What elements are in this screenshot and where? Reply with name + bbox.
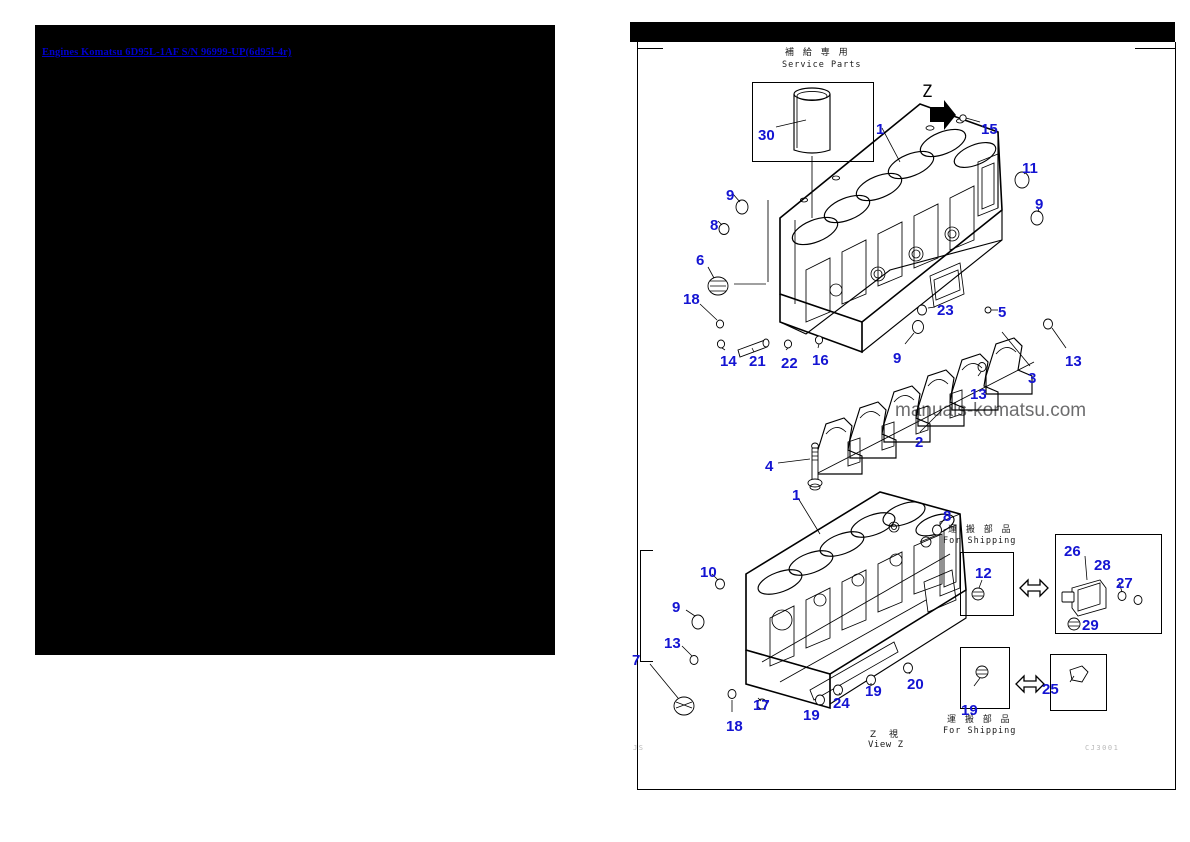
- callout-number-12[interactable]: 12: [975, 565, 992, 582]
- frame-border-top-right: [1135, 48, 1175, 50]
- replacement-part-box-25: [1050, 654, 1107, 711]
- callout-number-22[interactable]: 22: [781, 355, 798, 372]
- for-shipping-label-en-1: For Shipping: [943, 536, 1017, 546]
- callout-number-1[interactable]: 1: [876, 121, 885, 138]
- preview-panel: Engines Komatsu 6D95L-1AF S/N 96999-UP(6…: [35, 25, 555, 655]
- callout-number-18[interactable]: 18: [726, 718, 743, 735]
- cylinder-block-lower: [745, 491, 967, 710]
- callout-number-6[interactable]: 6: [696, 252, 705, 269]
- callout-number-14[interactable]: 14: [720, 353, 737, 370]
- callout-number-7[interactable]: 7: [632, 652, 641, 669]
- drawing-ref-bottom-left: JS: [633, 744, 645, 752]
- callout-number-13[interactable]: 13: [1065, 353, 1082, 370]
- replacement-part-box-26: [1055, 534, 1162, 634]
- callout-number-18[interactable]: 18: [683, 291, 700, 308]
- frame-border-left: [637, 42, 639, 790]
- fasteners-upper-left: [699, 193, 824, 358]
- service-parts-label-cjk: 補 給 専 用: [785, 48, 851, 58]
- view-z-label-en: View Z: [868, 740, 904, 750]
- service-parts-box: [752, 82, 874, 162]
- shipping-part-box-12: [960, 552, 1014, 616]
- callout-number-2[interactable]: 2: [915, 434, 924, 451]
- fasteners-upper-right: [904, 114, 1067, 377]
- for-shipping-label-en-2: For Shipping: [943, 726, 1017, 736]
- callout-number-13[interactable]: 13: [970, 386, 987, 403]
- callout-number-9[interactable]: 9: [893, 350, 902, 367]
- parts-drawing-sheet: 補 給 専 用 Service Parts 運 搬 部 品 For Shippi…: [630, 22, 1190, 792]
- sheet-top-bar: [630, 22, 1175, 42]
- for-shipping-label-cjk-2: 運 搬 部 品: [947, 715, 1013, 725]
- callout-number-9[interactable]: 9: [726, 187, 735, 204]
- callout-number-8[interactable]: 8: [710, 217, 719, 234]
- for-shipping-label-cjk-1: 運 搬 部 品: [948, 525, 1014, 535]
- section-arrow-z: Z: [922, 82, 956, 130]
- callout-number-23[interactable]: 23: [937, 302, 954, 319]
- section-bracket-marker: [640, 550, 653, 662]
- callout-number-17[interactable]: 17: [753, 697, 770, 714]
- callout-number-8[interactable]: 8: [943, 508, 952, 525]
- callout-number-21[interactable]: 21: [749, 353, 766, 370]
- callout-number-24[interactable]: 24: [833, 695, 850, 712]
- callout-number-27[interactable]: 27: [1116, 575, 1133, 592]
- callout-number-29[interactable]: 29: [1082, 617, 1099, 634]
- callout-number-9[interactable]: 9: [672, 599, 681, 616]
- svg-text:Z: Z: [922, 82, 932, 102]
- watermark-text: manuals-komatsu.com: [895, 400, 1087, 421]
- frame-border-top-left: [637, 48, 663, 50]
- callout-number-11[interactable]: 11: [1022, 160, 1038, 177]
- callout-number-25[interactable]: 25: [1042, 681, 1059, 698]
- callout-number-13[interactable]: 13: [664, 635, 681, 652]
- callout-number-26[interactable]: 26: [1064, 543, 1081, 560]
- main-cap-bolt-part-4: [777, 442, 823, 491]
- callout-number-4[interactable]: 4: [765, 458, 774, 475]
- callout-number-20[interactable]: 20: [907, 676, 924, 693]
- callout-number-9[interactable]: 9: [1035, 196, 1044, 213]
- frame-border-bottom: [637, 789, 1176, 791]
- callout-number-19[interactable]: 19: [803, 707, 820, 724]
- catalog-title-link[interactable]: Engines Komatsu 6D95L-1AF S/N 96999-UP(6…: [42, 47, 292, 58]
- callout-number-1[interactable]: 1: [792, 487, 801, 504]
- callout-number-5[interactable]: 5: [998, 304, 1007, 321]
- callout-number-30[interactable]: 30: [758, 127, 775, 144]
- drawing-ref-bottom-right: CJ3001: [1085, 744, 1120, 752]
- callout-number-16[interactable]: 16: [812, 352, 829, 369]
- frame-border-right: [1175, 42, 1177, 790]
- view-z-label-cjk: Z 視: [870, 730, 904, 740]
- service-parts-label-en: Service Parts: [782, 60, 862, 70]
- callout-number-10[interactable]: 10: [700, 564, 717, 581]
- callout-number-3[interactable]: 3: [1028, 370, 1037, 387]
- callout-number-15[interactable]: 15: [981, 121, 998, 138]
- callout-number-19[interactable]: 19: [865, 683, 882, 700]
- fasteners-lower: [649, 517, 946, 716]
- shipping-part-box-19: [960, 647, 1010, 709]
- callout-number-19[interactable]: 19: [961, 702, 978, 719]
- leader-lines: [797, 127, 901, 535]
- callout-number-28[interactable]: 28: [1094, 557, 1111, 574]
